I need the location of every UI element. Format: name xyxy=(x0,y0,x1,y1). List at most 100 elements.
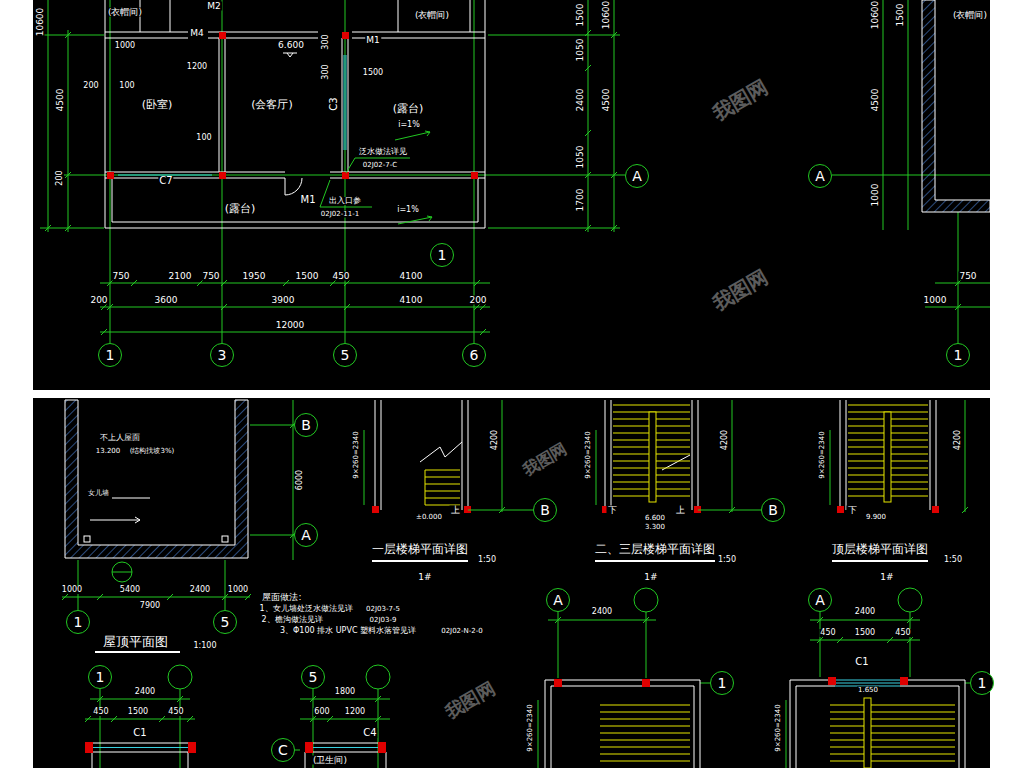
column xyxy=(342,32,349,39)
drawing-text: 1000 xyxy=(871,183,880,208)
axis-circle: 1 xyxy=(66,610,90,634)
axis-number: 1 xyxy=(106,348,115,362)
drawing-text: 1800 xyxy=(334,688,356,696)
axis-circle: 1 xyxy=(98,343,122,367)
column xyxy=(554,679,562,687)
drawing-text: i=1% xyxy=(396,206,420,214)
roof-plan xyxy=(84,536,90,542)
wall-lines xyxy=(219,38,348,172)
drawing-text: 4200 xyxy=(491,429,499,451)
axis-number: 1 xyxy=(74,615,83,629)
detail-axes xyxy=(85,588,970,768)
axis-number: C xyxy=(278,743,288,757)
detail-walls xyxy=(92,743,188,768)
drawing-text: 1000 xyxy=(114,42,136,50)
wall-lines xyxy=(140,0,470,32)
drawing-text: 2400 xyxy=(854,608,876,616)
axis-number: B xyxy=(301,418,311,432)
stair-walls xyxy=(840,400,936,510)
axis-number: 1 xyxy=(718,676,727,690)
stair-treads xyxy=(425,405,928,505)
drawing-text: 1500 xyxy=(362,69,384,77)
drawing-text: (卫生间) xyxy=(312,756,348,765)
column xyxy=(85,677,908,753)
column xyxy=(642,679,650,687)
drawing-text: 9×260=2340 xyxy=(775,703,782,752)
drawing-text: (衣帽间) xyxy=(414,11,450,20)
drawing-text: 200 xyxy=(82,82,99,90)
axis-number: 1 xyxy=(96,670,105,684)
axis-lines xyxy=(100,304,490,310)
column xyxy=(378,742,386,753)
drawing-text: 1000 xyxy=(227,586,249,594)
axis-lines xyxy=(100,280,490,286)
drawing-text: 450 xyxy=(331,272,350,281)
drawing-text: 9×260=2340 xyxy=(527,703,534,752)
drawing-text: 750 xyxy=(111,272,130,281)
drawing-text: 1050 xyxy=(576,145,585,170)
drawing-text: 2、檐沟做法见详 xyxy=(260,616,323,624)
drawing-text: 1、女儿墙处泛水做法见详 xyxy=(258,605,353,613)
drawing-text: 4200 xyxy=(954,429,962,451)
axis-number: 1 xyxy=(438,248,447,262)
axis-circle: B xyxy=(294,413,318,437)
drawing-text: 出入口参 xyxy=(328,197,362,205)
drawing-text: 10600 xyxy=(871,0,880,30)
drawing-text: 450 xyxy=(92,708,109,716)
drawing-text: 2400 xyxy=(576,88,585,113)
axis-number: A xyxy=(815,169,825,183)
leader-lines xyxy=(320,131,432,224)
axis-lines xyxy=(40,35,620,228)
drawing-text: 1:50 xyxy=(717,556,737,564)
detail-axes xyxy=(100,689,378,768)
column xyxy=(107,32,478,179)
axis-number: 5 xyxy=(221,615,230,629)
drawing-text: 9×260=2340 xyxy=(585,430,592,479)
drawing-text: 1500 xyxy=(896,3,905,28)
drawing-text: 02J02-7-C xyxy=(362,162,398,169)
drawing-text: (卧室) xyxy=(141,99,174,110)
drawing-text: 女儿墙 xyxy=(87,490,110,497)
drawing-text: M1 xyxy=(300,195,317,205)
axis-number: B xyxy=(768,503,778,517)
drawing-text: 4200 xyxy=(721,429,729,451)
hatched-wall xyxy=(922,0,990,212)
drawing-text: 100 xyxy=(118,82,135,90)
watermark: 我图网 xyxy=(441,678,498,722)
drawing-text: 9.900 xyxy=(865,514,887,521)
drawing-text: 450 xyxy=(819,629,836,637)
watermark: 我图网 xyxy=(708,266,772,314)
drawing-text: 6.600 xyxy=(644,515,666,522)
drawing-text: 不上人屋面 xyxy=(99,434,141,442)
drawing-text: 1200 xyxy=(344,708,366,716)
drawing-text: 1000 xyxy=(61,586,83,594)
drawing-text: 9×260=2340 xyxy=(353,430,360,479)
drawing-text: 02J02-N-2-0 xyxy=(440,628,484,635)
column xyxy=(219,172,226,179)
drawing-text: 4100 xyxy=(399,272,424,281)
axis-circle: 1 xyxy=(970,671,994,695)
detail-walls xyxy=(790,680,965,768)
drawing-text: 3900 xyxy=(271,296,296,305)
detail-axes xyxy=(810,612,970,683)
axis-number: 1 xyxy=(954,348,963,362)
axis-number: 6 xyxy=(470,348,479,362)
axis-number: 3 xyxy=(218,348,227,362)
drawing-text: 屋面做法: xyxy=(261,593,302,602)
hatched-wall xyxy=(922,0,990,212)
detail-axes xyxy=(85,716,195,722)
column xyxy=(85,742,93,753)
wall-lines xyxy=(105,0,485,228)
drawing-text: 2100 xyxy=(168,272,193,281)
leader-lines xyxy=(398,216,432,224)
drawing-text: 7900 xyxy=(139,602,161,610)
sheet-ground xyxy=(33,0,990,390)
drawing-text: 上 xyxy=(450,506,461,515)
drawing-text: 一层楼梯平面详图 xyxy=(371,543,469,555)
column xyxy=(828,677,836,685)
axis-circle: 1 xyxy=(430,243,454,267)
watermark: 我图网 xyxy=(519,441,570,480)
drawing-text: 02J02-11-1 xyxy=(320,211,360,218)
